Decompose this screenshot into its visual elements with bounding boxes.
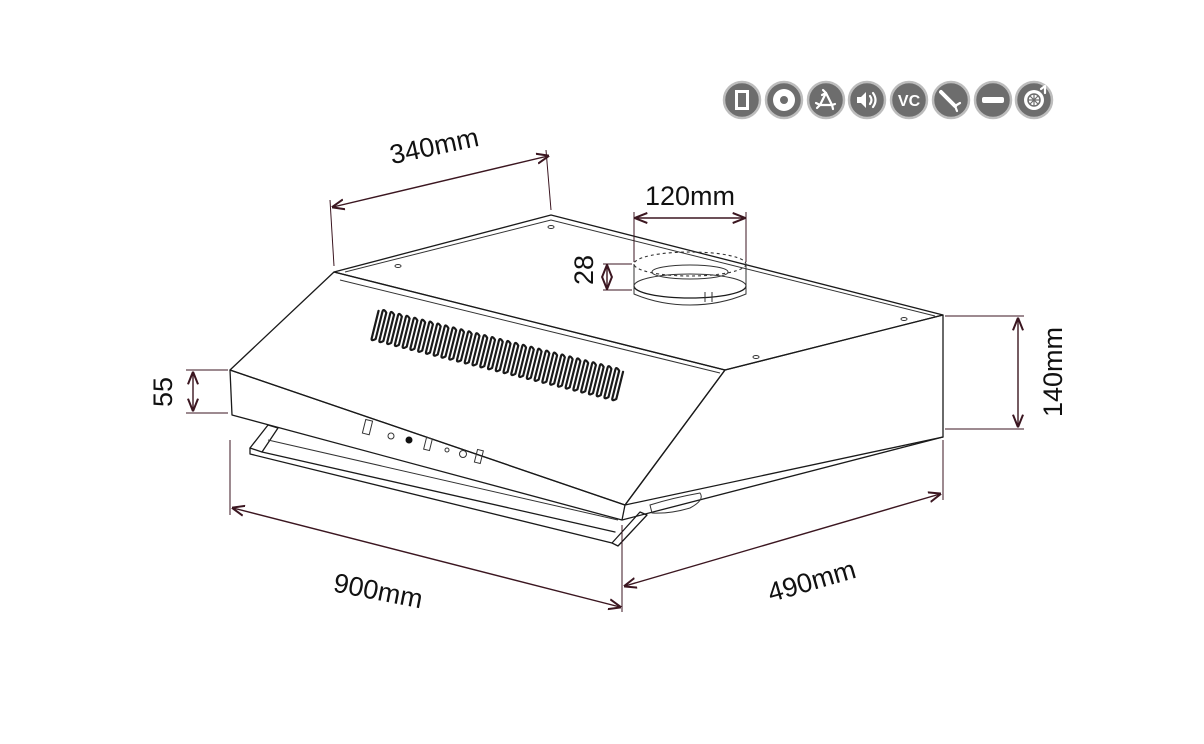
dimension-height: 140mm [945,315,1068,430]
vent-grille [370,308,625,402]
dimension-label-width: 900mm [331,568,425,615]
fan-icon [1014,80,1054,120]
duct-collar [633,251,747,306]
hood-top-panel [333,214,944,371]
dimension-label-depth-top: 340mm [387,122,481,170]
dimension-label-duct-height: 28 [569,255,599,285]
dimension-label-duct-diameter: 120mm [645,181,735,211]
dimension-duct-height: 28 [569,255,632,291]
hood-right-side [624,314,944,506]
tool-icon [931,80,971,120]
recycle-icon [806,80,846,120]
dimension-depth: 490mm [625,440,944,608]
minus-icon [973,80,1013,120]
dimension-duct-diameter: 120mm [633,181,747,262]
vc-icon-label: VC [898,93,921,110]
control-panel [361,418,484,465]
dimension-label-height: 140mm [1038,327,1068,417]
filter-panel-icon [722,80,762,120]
dimension-label-front-height: 55 [148,377,178,407]
speaker-volume-icon [847,80,887,120]
dimension-label-depth: 490mm [764,554,859,608]
vc-icon: VC [889,80,929,120]
hood-body [229,214,944,547]
dimension-width: 900mm [229,440,622,615]
disc-icon [764,80,804,120]
dimension-front-height: 55 [148,369,228,414]
feature-icon-row: VC [722,80,1054,120]
